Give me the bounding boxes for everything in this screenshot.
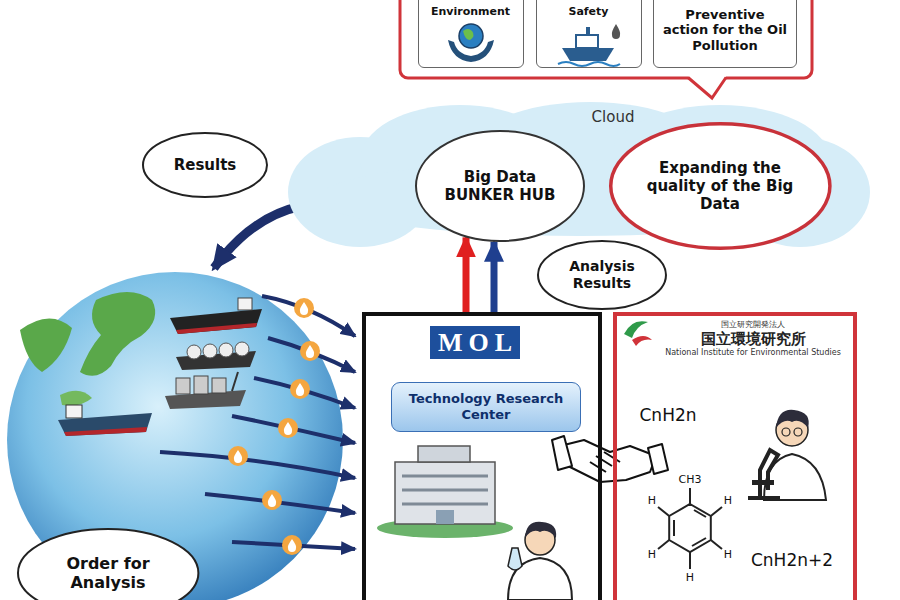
node-text: Expanding the quality of the Big Data	[642, 159, 798, 213]
results-ellipse: Results	[142, 132, 268, 198]
data-arrow	[463, 237, 470, 312]
text-group: Environment	[419, 5, 522, 18]
molecule	[658, 488, 722, 569]
benefit-box: Environment	[418, 0, 524, 68]
lab-scientist	[508, 522, 572, 600]
formula: CnH2n+2	[751, 550, 833, 570]
node-text: 国立研究開発法人	[657, 320, 849, 330]
node-text: Technology Research Center	[399, 391, 573, 422]
atom-label: H	[686, 571, 694, 584]
formula: CnH2n	[639, 405, 696, 425]
node-text: Analysis Results	[557, 258, 646, 292]
text-group: Technology Research Center	[399, 391, 573, 422]
text-group: Expanding the quality of the Big Data	[642, 159, 798, 213]
data-arrow	[491, 242, 498, 312]
text-group: Big Data BUNKER HUB	[441, 168, 559, 204]
text-group: Cloud	[578, 108, 648, 126]
safety-icon	[558, 24, 620, 66]
node-text: Preventive action for the Oil Pollution	[661, 7, 789, 54]
atom-label: H	[724, 548, 732, 561]
atom-label: H	[648, 494, 656, 507]
node-text: 国立環境研究所	[657, 330, 849, 348]
node-text: Big Data BUNKER HUB	[441, 168, 559, 204]
atom-label: H	[724, 494, 732, 507]
center-bar: Technology Research Center	[391, 382, 581, 432]
atom-label: H	[648, 548, 656, 561]
results-arrow	[214, 206, 302, 268]
text-group: Preventive action for the Oil Pollution	[661, 7, 789, 54]
order-ellipse: Order for Analysis	[17, 528, 199, 600]
node-text: MOL	[430, 326, 520, 359]
handshake	[552, 436, 668, 482]
text-group: 国立研究開発法人国立環境研究所National Institute for En…	[657, 320, 849, 357]
text-group: Analysis Results	[557, 258, 646, 292]
analysis-ellipse: Analysis Results	[537, 240, 667, 310]
hub-ellipse: Big Data BUNKER HUB	[415, 130, 585, 242]
node-text: Safety	[537, 5, 640, 18]
node-text: Results	[174, 156, 237, 174]
lab-box: Technology Research Center MOL	[362, 312, 602, 600]
atom-label: CH3	[679, 473, 702, 486]
sample-arrows	[160, 296, 355, 549]
node-text: Environment	[419, 5, 522, 18]
nies-logo-mark	[624, 321, 652, 346]
oil-drops	[228, 298, 320, 555]
benefit-box: Safety	[536, 0, 642, 68]
text-group: Results	[174, 156, 237, 174]
node-text: Order for Analysis	[45, 554, 172, 592]
text-group: Order for Analysis	[45, 554, 172, 592]
node-text: Cloud	[578, 108, 648, 126]
text-group: Safety	[537, 5, 640, 18]
environment-icon	[448, 24, 494, 62]
building	[377, 446, 513, 538]
cloud-region: Big Data BUNKER HUB Expanding the quality…	[290, 100, 870, 250]
text-group: MOL	[430, 326, 520, 359]
nies-scientist	[748, 410, 826, 500]
callout-frame	[400, 0, 812, 98]
quality-ellipse: Expanding the quality of the Big Data	[609, 122, 832, 250]
node-text: National Institute for Environmental Stu…	[657, 348, 849, 358]
benefit-box: Preventive action for the Oil Pollution	[653, 0, 797, 68]
